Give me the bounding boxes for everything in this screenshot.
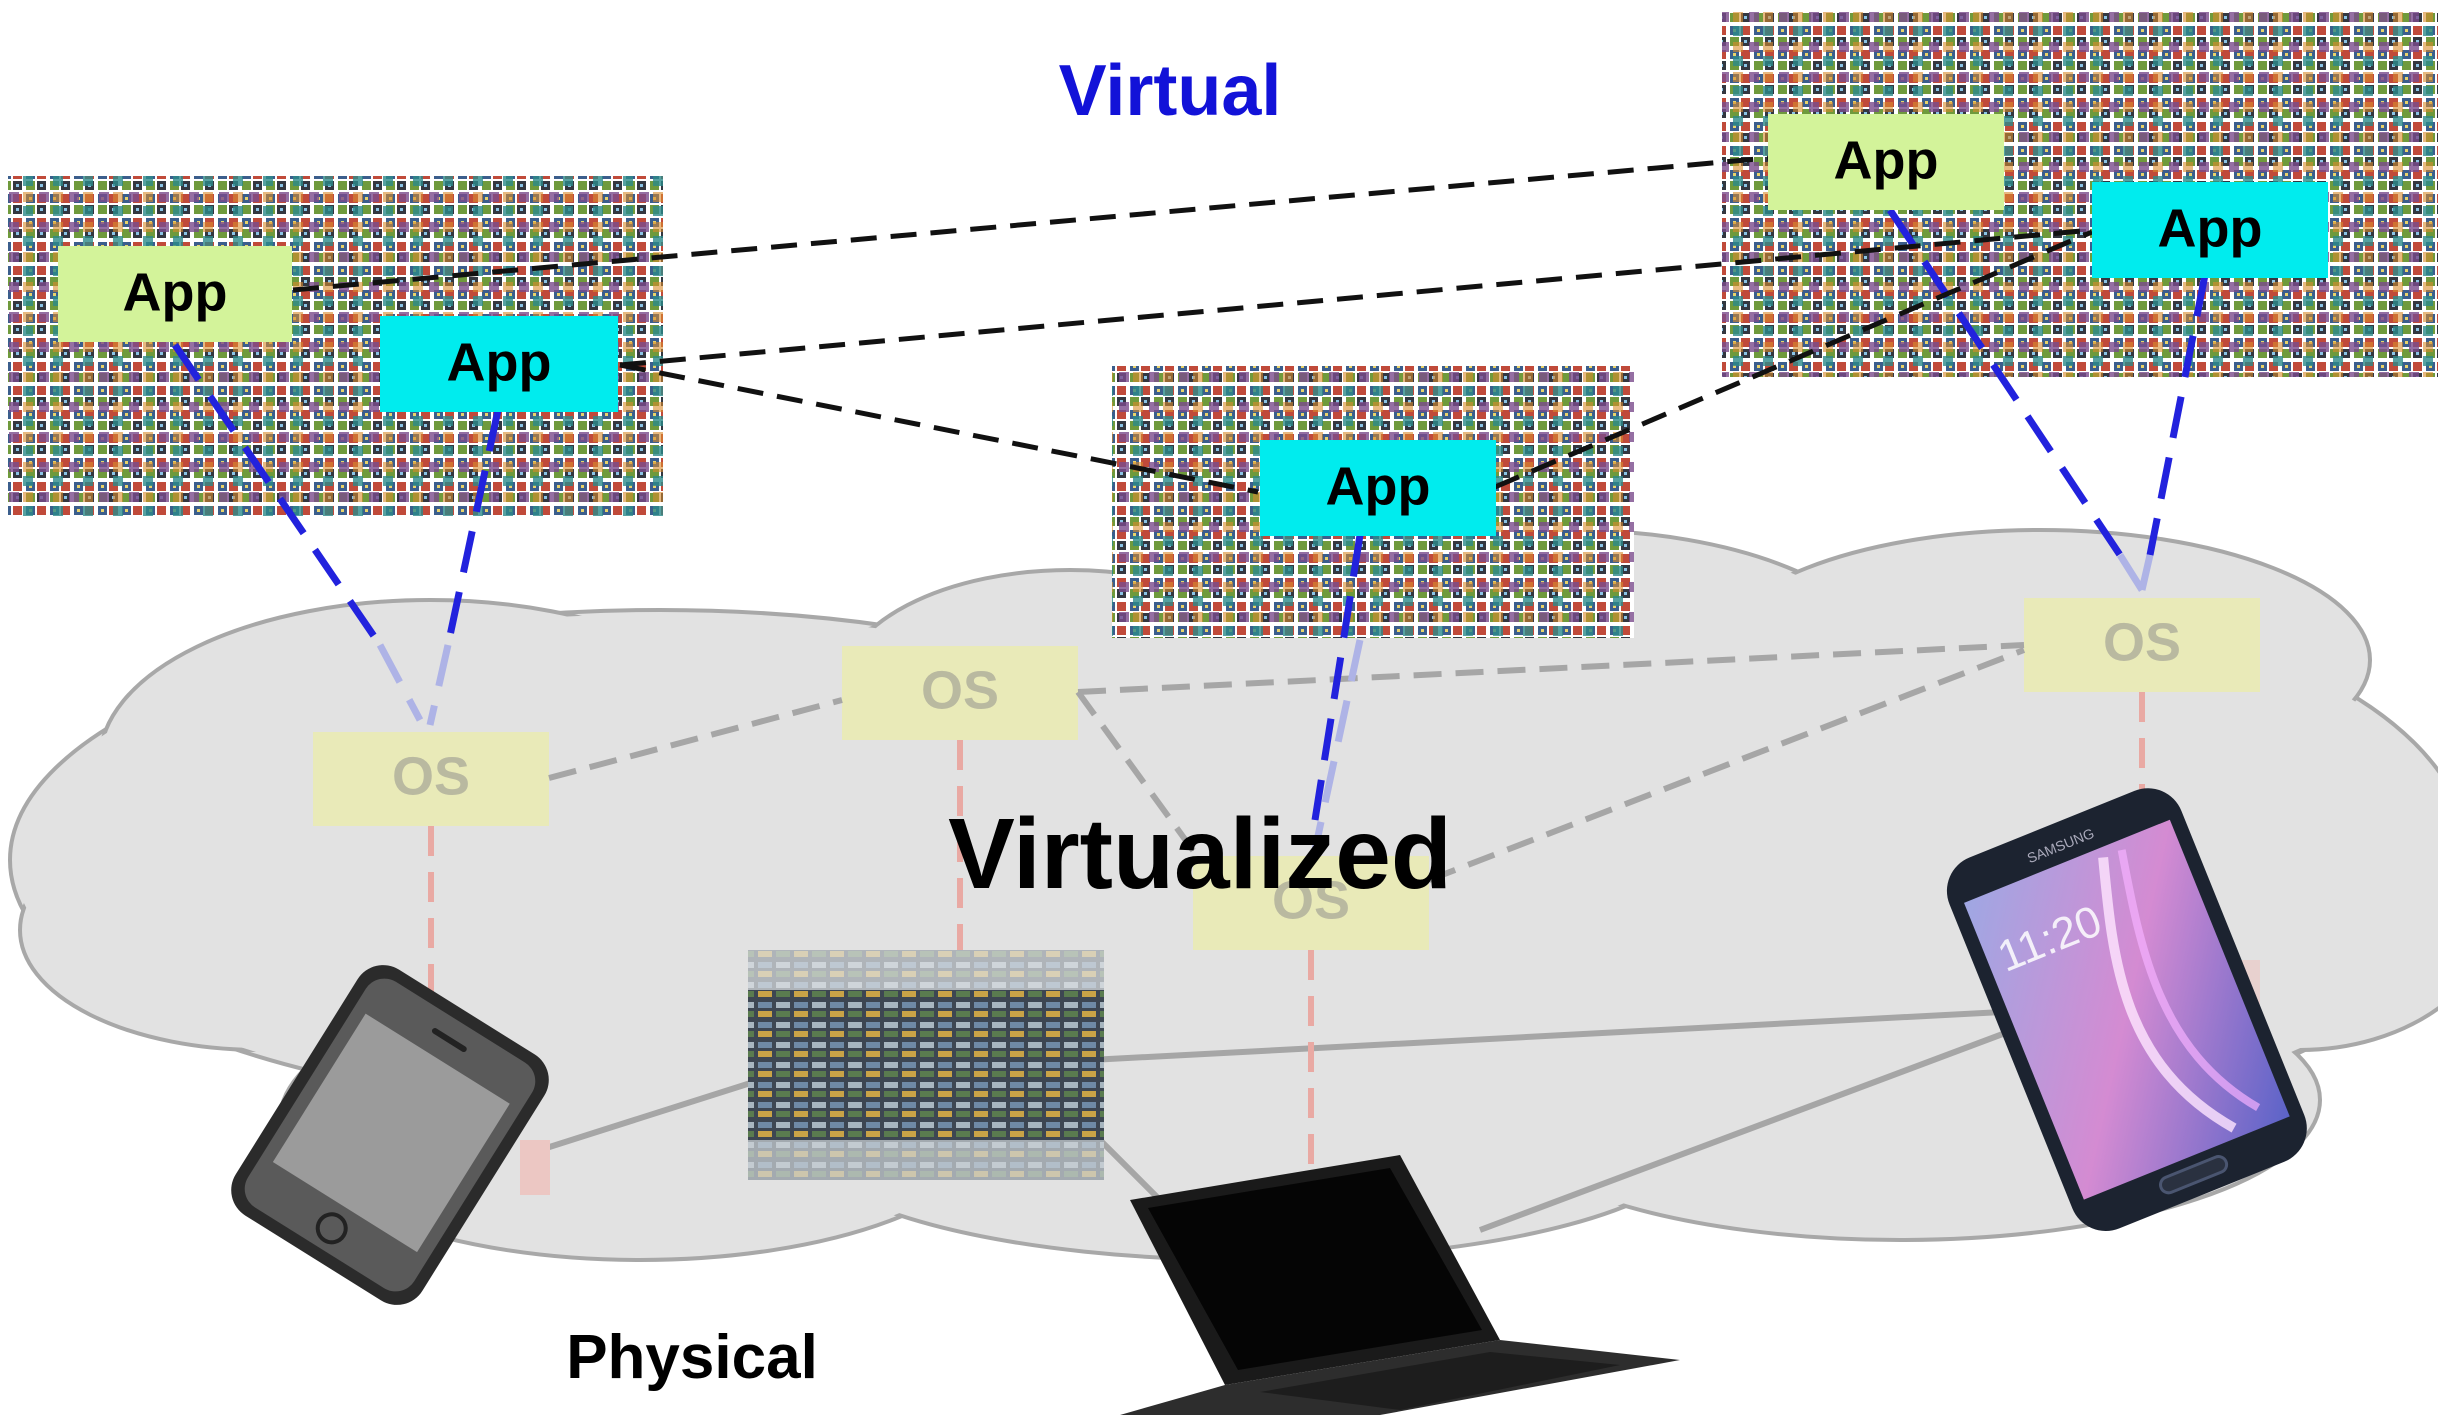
app-label: App: [1326, 456, 1431, 516]
app-app-links[interactable]: [292, 155, 2093, 495]
app-box[interactable]: App: [2092, 182, 2328, 278]
physical-label: Physical: [566, 1323, 818, 1392]
laptop-icon: [1120, 1155, 1680, 1415]
os-node: OS: [1193, 856, 1429, 950]
pink-marker: [520, 1140, 550, 1195]
os-node: OS: [2024, 598, 2260, 692]
smartphone-icon: [231, 965, 549, 1305]
os-label: OS: [921, 660, 999, 720]
smartphone-icon: SAMSUNG 11:20: [1946, 788, 2307, 1232]
app-icons-mosaic: [8, 176, 663, 516]
os-label: OS: [1272, 870, 1350, 930]
virtualized-label: Virtualized: [948, 798, 1452, 910]
server-racks-image: [748, 950, 1104, 1180]
app-label: App: [123, 262, 228, 322]
os-label: OS: [2103, 612, 2181, 672]
virtual-label: Virtual: [1059, 51, 1282, 131]
app-box[interactable]: App: [1768, 114, 2004, 210]
app-os-links-faded: [376, 553, 2154, 851]
os-label: OS: [392, 746, 470, 806]
app-box[interactable]: App: [380, 316, 618, 412]
app-label: App: [2158, 198, 2263, 258]
os-links: [548, 642, 2026, 883]
app-label: App: [447, 332, 552, 392]
app-label: App: [1834, 130, 1939, 190]
physical-links: [539, 1007, 2042, 1233]
os-node: OS: [842, 646, 1078, 740]
app-box[interactable]: App: [1260, 440, 1496, 536]
app-os-links[interactable]: [172, 208, 2209, 821]
os-node: OS: [313, 732, 549, 826]
app-box[interactable]: App: [58, 246, 292, 342]
